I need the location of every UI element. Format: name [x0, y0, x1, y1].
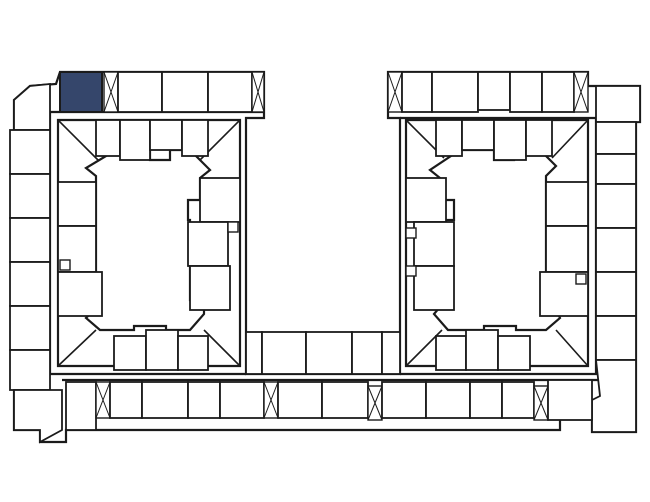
stair-cross	[367, 385, 383, 421]
unit[interactable]	[381, 381, 427, 419]
unit[interactable]	[305, 331, 353, 375]
corner-diagonal	[203, 329, 241, 367]
unit[interactable]	[525, 119, 553, 157]
unit[interactable]	[113, 335, 147, 371]
unit[interactable]	[413, 265, 455, 311]
unit[interactable]	[435, 119, 463, 157]
unit[interactable]	[547, 379, 593, 421]
corner-unit[interactable]	[595, 85, 641, 123]
corner-diagonal	[555, 329, 589, 367]
stair-marker	[405, 265, 417, 277]
corner-unit[interactable]	[13, 83, 51, 131]
unit[interactable]	[595, 183, 637, 229]
unit[interactable]	[9, 217, 51, 263]
unit[interactable]	[245, 331, 263, 375]
unit[interactable]	[177, 335, 209, 371]
unit[interactable]	[541, 71, 575, 113]
corner-diagonal	[57, 329, 97, 367]
top-row-right	[387, 71, 589, 113]
unit[interactable]	[149, 119, 183, 151]
bottom-row	[65, 379, 593, 431]
unit[interactable]	[351, 331, 383, 375]
unit[interactable]	[9, 173, 51, 219]
unit[interactable]	[109, 381, 143, 419]
unit[interactable]	[461, 119, 495, 151]
corner-diagonal	[551, 119, 589, 159]
unit[interactable]	[493, 119, 527, 161]
stair-marker	[59, 259, 71, 271]
unit[interactable]	[9, 305, 51, 351]
unit[interactable]	[9, 129, 51, 175]
stair-cross	[387, 71, 403, 113]
unit[interactable]	[435, 335, 467, 371]
unit[interactable]	[57, 271, 103, 317]
unit[interactable]	[189, 265, 231, 311]
stair-cross	[95, 381, 111, 419]
stair-cross	[263, 381, 279, 419]
unit[interactable]	[161, 71, 209, 113]
stair-cross	[533, 385, 549, 421]
unit[interactable]	[595, 121, 637, 155]
unit[interactable]	[141, 381, 189, 419]
stair-marker	[575, 273, 587, 285]
unit[interactable]	[469, 381, 503, 419]
unit[interactable]	[431, 71, 479, 113]
unit[interactable]	[509, 71, 543, 113]
unit[interactable]	[119, 119, 151, 161]
unit[interactable]	[277, 381, 323, 419]
unit[interactable]	[545, 225, 589, 273]
unit[interactable]	[65, 381, 97, 431]
unit[interactable]	[405, 177, 447, 223]
center-connector	[245, 331, 401, 375]
unit[interactable]	[181, 119, 209, 157]
right-column	[591, 85, 641, 433]
unit[interactable]	[199, 177, 241, 223]
unit[interactable]	[9, 261, 51, 307]
unit[interactable]	[413, 221, 455, 267]
unit[interactable]	[595, 227, 637, 273]
unit[interactable]	[9, 349, 51, 391]
unit[interactable]	[187, 221, 229, 267]
corner-diagonal	[57, 119, 99, 161]
stair-marker	[227, 221, 239, 233]
unit[interactable]	[465, 329, 499, 371]
selected-unit[interactable]	[59, 71, 103, 113]
unit[interactable]	[381, 331, 401, 375]
unit[interactable]	[187, 381, 221, 419]
left-column	[9, 83, 63, 444]
unit[interactable]	[595, 153, 637, 185]
stair-marker	[405, 227, 417, 239]
stair-cross	[251, 71, 265, 113]
unit[interactable]	[321, 381, 369, 419]
unit[interactable]	[95, 119, 121, 157]
unit[interactable]	[595, 315, 637, 361]
corner-unit[interactable]	[13, 389, 63, 444]
unit[interactable]	[477, 71, 511, 111]
unit[interactable]	[401, 71, 433, 113]
unit[interactable]	[145, 329, 179, 371]
left-courtyard	[56, 118, 242, 371]
corner-unit[interactable]	[591, 359, 637, 433]
unit[interactable]	[57, 181, 97, 227]
unit[interactable]	[545, 181, 589, 227]
unit[interactable]	[117, 71, 163, 113]
unit[interactable]	[595, 271, 637, 317]
unit[interactable]	[219, 381, 265, 419]
top-row-left	[59, 71, 265, 113]
unit[interactable]	[497, 335, 531, 371]
right-courtyard	[404, 118, 590, 371]
unit[interactable]	[207, 71, 253, 113]
unit[interactable]	[425, 381, 471, 419]
unit[interactable]	[501, 381, 535, 419]
unit[interactable]	[261, 331, 307, 375]
stair-cross	[103, 71, 119, 113]
stair-cross	[573, 71, 589, 113]
